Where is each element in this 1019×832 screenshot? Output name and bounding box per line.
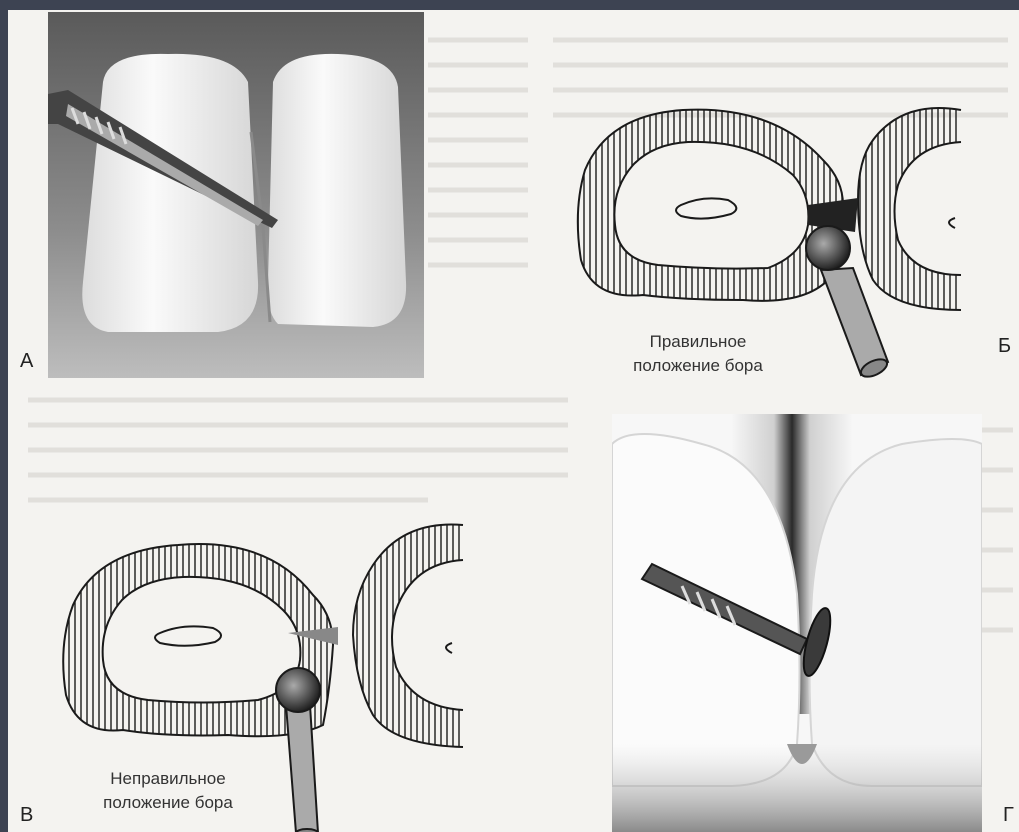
panel-a-photo-probe-between-teeth (48, 12, 424, 378)
panel-b-letter: Б (998, 335, 1011, 358)
panel-b-caption-line2: положение бора (598, 354, 798, 378)
panel-g-photo-bur-between-teeth (612, 414, 982, 832)
panel-v-caption: Неправильное положение бора (53, 767, 283, 815)
book-page-scan: А Правильное положение бора Б (8, 10, 1019, 832)
panel-v-caption-line1: Неправильное (53, 767, 283, 791)
slide-left-border (0, 0, 8, 832)
panel-v-caption-line2: положение бора (53, 791, 283, 815)
panel-a-letter: А (20, 350, 33, 373)
panel-v-letter: В (20, 804, 33, 827)
panel-g-letter: Г (1003, 804, 1014, 827)
panel-b-caption: Правильное положение бора (598, 330, 798, 378)
slide-top-border (0, 0, 1019, 10)
panel-b-caption-line1: Правильное (598, 330, 798, 354)
